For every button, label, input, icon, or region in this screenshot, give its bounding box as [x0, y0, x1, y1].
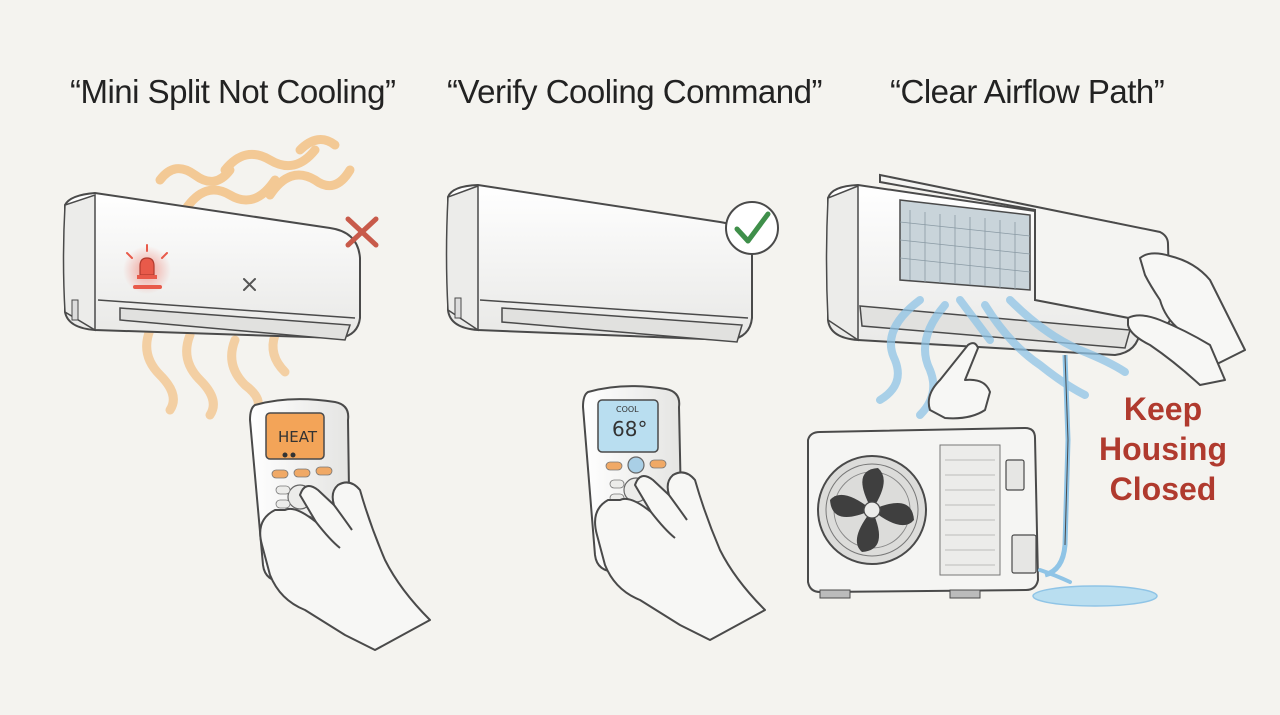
remote-screen-cool: [597, 399, 659, 453]
indoor-unit-2: [445, 183, 753, 343]
panel-clear-airflow: Keep Housing Closed: [807, 173, 1246, 607]
remote-display-temp: 68°: [612, 417, 647, 441]
panel-verify-command: COOL 68°: [445, 183, 779, 641]
hand-holding-remote-1: [259, 481, 431, 651]
hand-lifting-cover: [1127, 252, 1246, 386]
indoor-unit-1: [62, 191, 361, 341]
heat-waves-top: [155, 135, 355, 215]
remote-display-heat: HEAT: [278, 428, 318, 446]
drain-pipe: [1044, 354, 1071, 578]
panel-not-cooling: HEAT: [62, 135, 431, 651]
check-mark-icon: [725, 201, 779, 255]
warning-closed: Closed: [1110, 471, 1217, 507]
hand-holding-remote-2: [594, 471, 766, 641]
water-puddle: [1032, 568, 1158, 607]
panel-title-not-cooling: “Mini Split Not Cooling”: [70, 73, 396, 110]
remote-screen-heat: [265, 412, 325, 460]
panel-title-clear-airflow: “Clear Airflow Path”: [890, 73, 1165, 110]
warning-keep: Keep: [1124, 391, 1202, 427]
pointing-hand: [927, 342, 991, 420]
alarm-light-icon: [123, 244, 171, 294]
x-mark-icon: [345, 216, 379, 248]
fan-blades-icon: [830, 468, 914, 552]
small-x-icon: [243, 278, 256, 291]
panel-title-verify-command: “Verify Cooling Command”: [447, 73, 822, 110]
remote-mode-cool: COOL: [616, 405, 639, 414]
air-filter-mesh: [899, 199, 1031, 291]
outdoor-condenser-unit: [807, 426, 1040, 599]
warning-housing: Housing: [1099, 431, 1227, 467]
